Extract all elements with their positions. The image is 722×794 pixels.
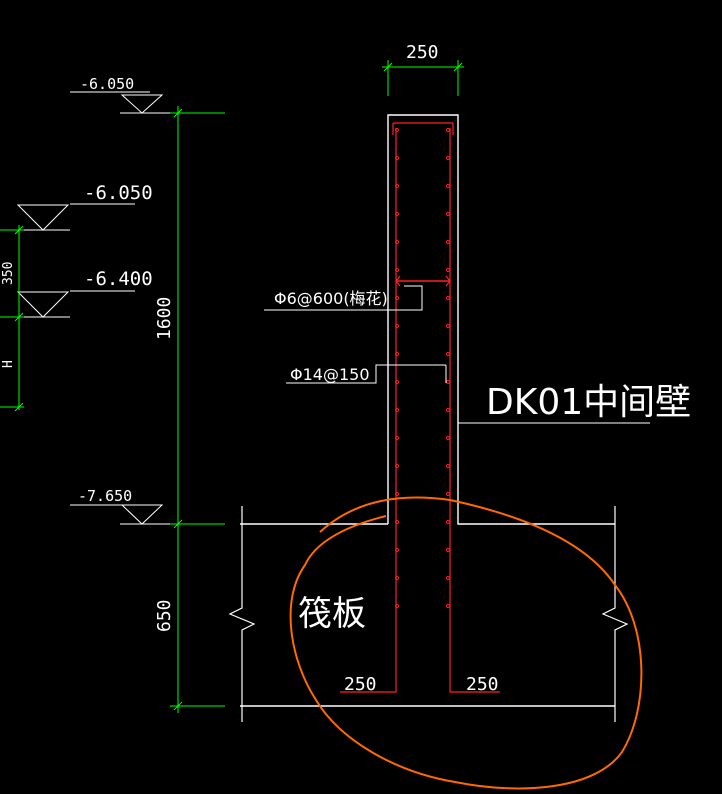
side-dimension-h: H (1, 360, 16, 368)
elevation-label-middle: -6.400 (84, 268, 153, 290)
tie-rebar-callout: Φ6@600(梅花) (264, 285, 423, 311)
rebar-dot (395, 520, 399, 524)
rebar-dot (395, 128, 399, 132)
rebar-dot (395, 576, 399, 580)
rebar-dot (395, 296, 399, 300)
main-rebar-label: Φ14@150 (290, 365, 370, 384)
rebar-dot (395, 268, 399, 272)
rebar-dot (446, 324, 450, 328)
rebar-cage (340, 122, 500, 693)
rebar-dot (395, 604, 399, 608)
side-dimension: 350 H (0, 225, 24, 412)
rebar-dot (446, 520, 450, 524)
rebar-dot (395, 156, 399, 160)
dimension-raft-thickness: 650 (154, 599, 175, 632)
rebar-dot (446, 492, 450, 496)
rebar-dot (446, 408, 450, 412)
rebar-dot (446, 604, 450, 608)
rebar-dot (446, 296, 450, 300)
top-dimension: 250 (382, 42, 464, 96)
rebar-dot (446, 436, 450, 440)
dimension-wall-height: 1600 (154, 297, 175, 340)
rebar-dot (395, 352, 399, 356)
elevation-label-bottom: -7.650 (78, 487, 132, 505)
rebar-dot (446, 212, 450, 216)
dimension-right-anchor: 250 (466, 674, 499, 695)
rebar-dot (395, 408, 399, 412)
elevation-marker-middle: -6.400 (0, 268, 153, 318)
elevation-marker-bottom: -7.650 (70, 487, 225, 525)
tie-rebar-label: Φ6@600(梅花) (274, 289, 388, 308)
rebar-dot (446, 352, 450, 356)
rebar-dot (395, 436, 399, 440)
highlight-circle (289, 496, 643, 790)
rebar-dot (446, 548, 450, 552)
raft-slab-label: 筏板 (298, 594, 366, 634)
rebar-dot (446, 268, 450, 272)
rebar-dot (446, 576, 450, 580)
rebar-dot (395, 492, 399, 496)
vertical-dimension: 1600 650 (154, 106, 225, 713)
rebar-dot (395, 184, 399, 188)
rebar-dot (395, 464, 399, 468)
elevation-marker-upper: -6.050 (0, 182, 153, 231)
rebar-dot (446, 128, 450, 132)
wall-name-label: DK01中间壁 (486, 382, 691, 423)
rebar-dots (395, 128, 450, 608)
rebar-dot (446, 156, 450, 160)
wall-name-callout: DK01中间壁 (458, 382, 691, 424)
dimension-left-anchor: 250 (344, 674, 377, 695)
rebar-dot (446, 184, 450, 188)
rebar-dot (446, 380, 450, 384)
rebar-dot (395, 548, 399, 552)
raft-slab (228, 506, 629, 722)
rebar-dot (395, 240, 399, 244)
rebar-dot (446, 240, 450, 244)
main-rebar-callout: Φ14@150 (286, 364, 447, 384)
rebar-dot (395, 324, 399, 328)
rebar-dot (446, 464, 450, 468)
elevation-label-top: -6.050 (80, 75, 134, 93)
rebar-dot (395, 212, 399, 216)
wall-outline (240, 114, 615, 525)
elevation-label-upper: -6.050 (84, 182, 153, 204)
elevation-marker-top: -6.050 (70, 75, 225, 114)
rebar-dot (395, 380, 399, 384)
side-dimension-350: 350 (1, 262, 16, 285)
dimension-wall-thickness: 250 (406, 42, 439, 63)
